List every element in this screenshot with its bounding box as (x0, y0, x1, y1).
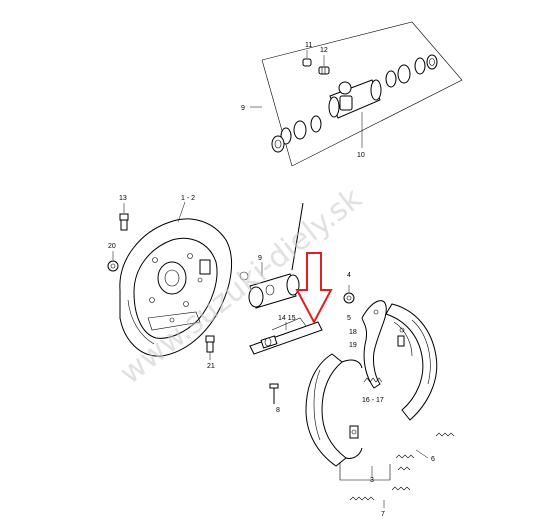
label-10: 10 (357, 152, 365, 159)
label-12: 12 (320, 47, 328, 54)
label-20: 20 (108, 243, 116, 250)
brake-lever (361, 300, 387, 389)
label-3: 3 (370, 477, 374, 484)
label-1-2: 1 - 2 (181, 195, 195, 202)
label-8: 8 (276, 407, 280, 414)
label-5: 5 (347, 315, 351, 322)
label-19: 19 (349, 342, 357, 349)
label-21: 21 (207, 363, 215, 370)
washer-5 (343, 285, 355, 304)
spring-16-17 (363, 377, 383, 383)
label-6: 6 (431, 456, 435, 463)
highlight-arrow (295, 252, 333, 325)
label-11: 11 (305, 42, 312, 49)
label-4: 4 (347, 272, 351, 279)
nut-20 (107, 251, 119, 272)
adjuster-strut (249, 317, 323, 355)
label-18: 18 (349, 329, 357, 336)
label-9-assembly: 9 (258, 255, 262, 262)
label-14-15: 14 15 (278, 315, 296, 322)
wheel-cylinder-parts (271, 50, 438, 153)
pin-8 (269, 383, 279, 404)
shoe-assembly-bracket (339, 462, 391, 481)
label-9-top: 9 (241, 105, 245, 112)
label-13: 13 (119, 195, 127, 202)
left-brake-shoe (305, 353, 363, 467)
backing-plate (119, 201, 232, 357)
bolt-21 (205, 335, 215, 360)
part-labels: 11 12 9 10 1 - 2 13 20 21 9 14 15 4 5 18… (108, 42, 435, 518)
bolt-13 (119, 203, 129, 231)
label-7: 7 (381, 511, 385, 518)
label-16-17: 16 - 17 (362, 397, 384, 404)
right-brake-shoe (385, 303, 438, 421)
spring-6 (395, 432, 455, 471)
spring-7 (349, 486, 411, 508)
